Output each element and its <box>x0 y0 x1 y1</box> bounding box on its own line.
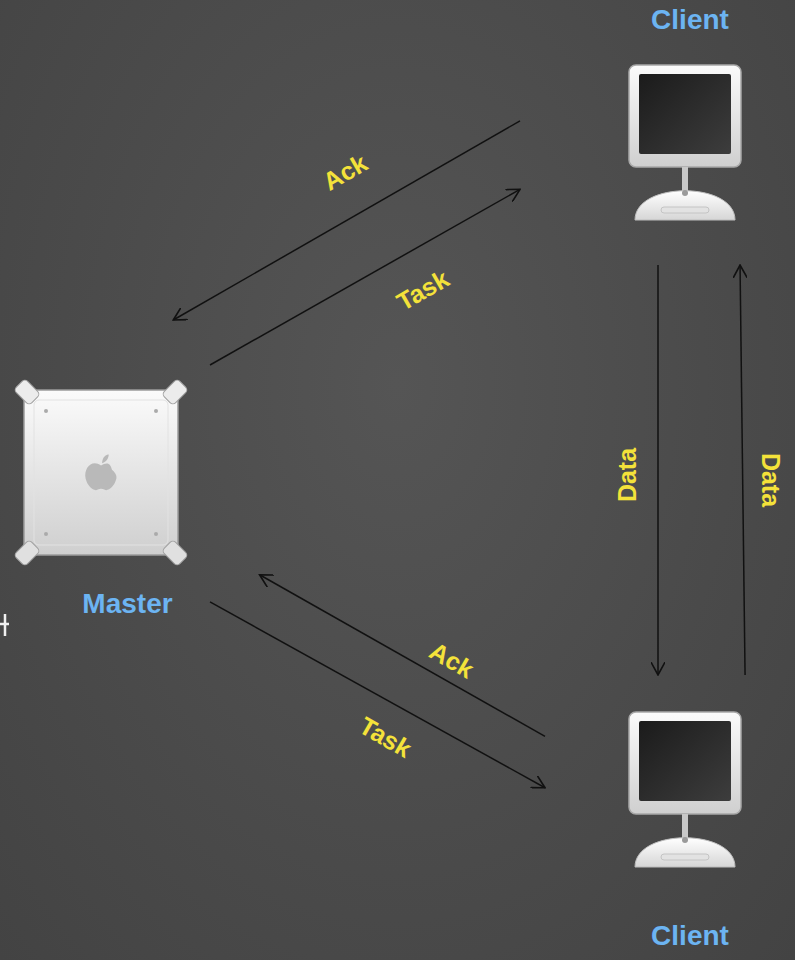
server-screw <box>44 532 48 536</box>
server-panel <box>34 400 168 545</box>
monitor-neck <box>682 167 688 193</box>
monitor-neck <box>682 814 688 840</box>
computer-node: Client <box>520 0 790 265</box>
message-label: Task <box>391 264 453 316</box>
computer-node: Client <box>545 675 790 960</box>
message-arrow <box>657 265 659 675</box>
base-joint <box>682 190 688 196</box>
server-screw <box>44 409 48 413</box>
apple-leaf <box>102 454 109 463</box>
message-label: Ack <box>425 636 479 683</box>
apple-logo <box>85 454 116 490</box>
server-handle <box>162 379 189 406</box>
node-label: Client <box>620 4 760 36</box>
monitor-screen <box>639 74 731 154</box>
server-icon <box>14 379 189 567</box>
message-label: Task <box>354 711 416 763</box>
message-label: Ack <box>318 148 372 195</box>
monitor-screen <box>639 721 731 801</box>
server-screw <box>154 532 158 536</box>
message-arrow <box>740 265 745 675</box>
base-slot <box>661 854 709 860</box>
server-screw <box>154 409 158 413</box>
node-label: Client <box>620 920 760 952</box>
client-icon <box>629 65 741 220</box>
server-handle <box>162 540 189 567</box>
base-joint <box>682 837 688 843</box>
server-handle <box>14 540 41 567</box>
monitor-base <box>635 838 735 867</box>
edge-fragment <box>0 614 9 636</box>
message-arrow <box>260 575 545 737</box>
message-label: Data <box>613 448 641 502</box>
node-label: Master <box>55 588 200 620</box>
apple-body <box>85 463 116 490</box>
monitor-frame <box>629 65 741 167</box>
monitor-frame <box>629 712 741 814</box>
monitor-base <box>635 191 735 220</box>
message-arrow <box>173 121 520 320</box>
message-label: Data <box>757 453 785 507</box>
client-icon <box>629 712 741 867</box>
message-arrow <box>210 189 520 365</box>
server-handle <box>14 379 41 406</box>
fragment-stroke <box>4 614 7 636</box>
server-body <box>24 390 178 555</box>
computer-node: Master <box>10 320 210 620</box>
message-arrow <box>210 602 545 788</box>
base-slot <box>661 207 709 213</box>
